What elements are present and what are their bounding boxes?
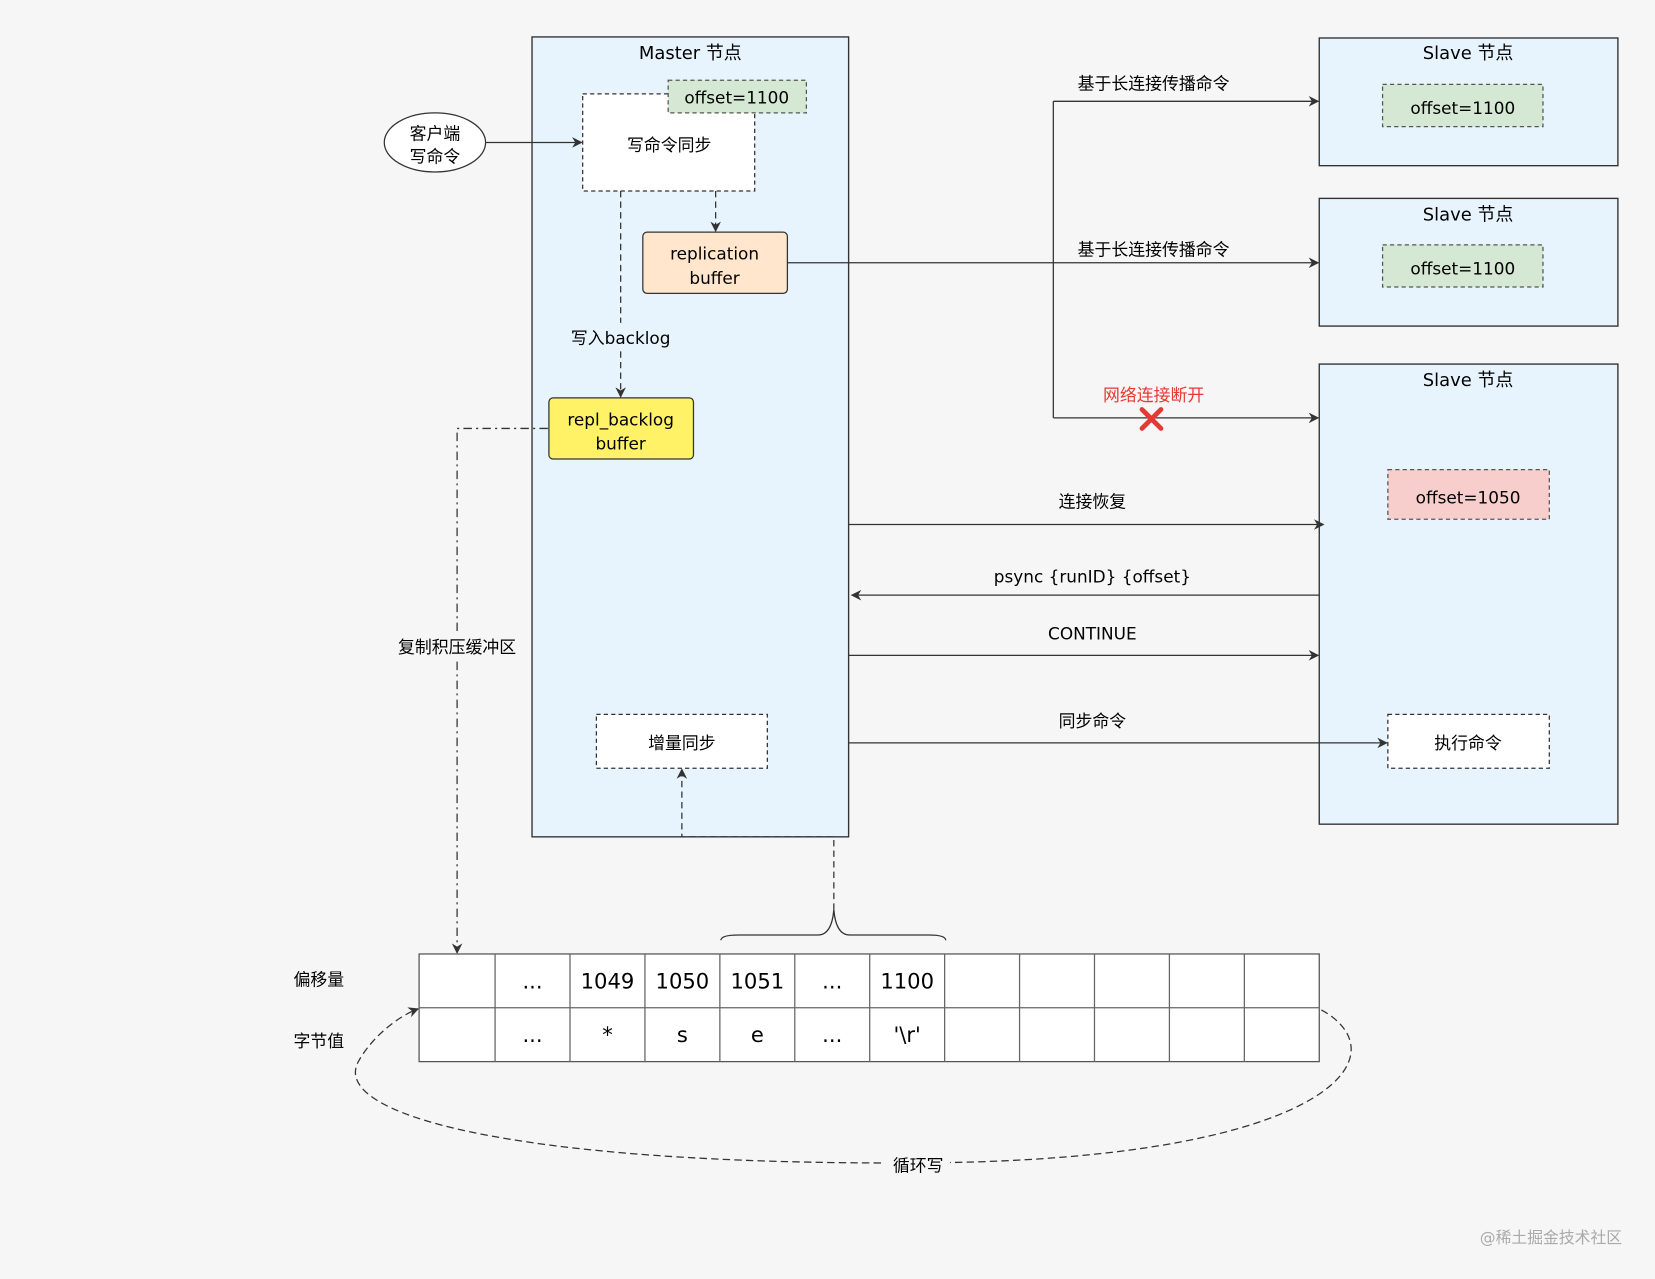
propagate-label-2: 基于长连接传播命令 — [1078, 239, 1230, 259]
table-to-incremental-connector — [676, 768, 835, 910]
slave-1-title: Slave 节点 — [1423, 43, 1514, 64]
table-cell-byte: '\r' — [893, 1022, 920, 1047]
slave-3-offset: offset=1050 — [1416, 487, 1521, 507]
table-cell-offset: 1100 — [880, 968, 934, 993]
replication-buffer-label-1: replication — [670, 244, 759, 264]
table-cell-byte: ... — [522, 1022, 542, 1047]
client-node: 客户端 写命令 — [383, 112, 487, 173]
table-cell-offset: 1051 — [730, 968, 784, 993]
table-range-brace — [720, 909, 947, 941]
sync-commands-label: 同步命令 — [1059, 711, 1127, 731]
watermark: @稀土掘金技术社区 — [1480, 1228, 1622, 1247]
master-title: Master 节点 — [639, 43, 742, 64]
table-cell-byte: ... — [822, 1022, 842, 1047]
backlog-table: ...... 1049 * 1050 s 1051 e...... 1100 '\r' — [418, 953, 1320, 1063]
psync-label: psync {runID} {offset} — [994, 567, 1191, 587]
table-cell-byte: e — [751, 1022, 764, 1047]
propagate-label-1: 基于长连接传播命令 — [1078, 74, 1230, 94]
incremental-sync-box: 增量同步 — [595, 713, 768, 769]
write-sync-label: 写命令同步 — [627, 135, 711, 155]
repl-backlog-label-2: buffer — [595, 434, 645, 454]
client-label-1: 客户端 — [410, 123, 461, 143]
repl-backlog-label-1: repl_backlog — [567, 409, 674, 430]
backlog-label: 复制积压缓冲区 — [398, 637, 516, 657]
continue-label: CONTINUE — [1048, 624, 1137, 644]
repl-backlog-buffer-box: repl_backlog buffer — [548, 397, 695, 460]
circular-write-loop — [354, 1007, 1352, 1164]
table-cell-offset: 1049 — [581, 968, 635, 993]
disconnect-cross-icon — [1139, 407, 1164, 431]
propagation-edges — [787, 96, 1320, 424]
slave-3-title: Slave 节点 — [1423, 370, 1514, 391]
master-offset-label: offset=1100 — [684, 87, 789, 107]
slave-1-offset: offset=1100 — [1410, 98, 1515, 118]
backlog-to-table-connector — [456, 427, 548, 634]
table-cell-offset: ... — [522, 968, 542, 993]
incremental-sync-label: 增量同步 — [648, 733, 716, 753]
slave-node-3: Slave 节点 offset=1050 执行命令 — [1318, 363, 1619, 825]
table-cell-byte: s — [677, 1022, 688, 1047]
replication-buffer-label-2: buffer — [689, 268, 739, 288]
circular-write-label: 循环写 — [893, 1155, 944, 1175]
disconnect-label: 网络连接断开 — [1103, 385, 1204, 405]
replication-buffer-box: replication buffer — [642, 231, 789, 295]
row-label-byte: 字节值 — [294, 1031, 345, 1051]
write-sync-box: 写命令同步 — [582, 93, 756, 192]
write-backlog-label: 写入backlog — [571, 328, 671, 348]
slave-node-1: Slave 节点 offset=1100 — [1318, 37, 1619, 167]
client-label-2: 写命令 — [410, 147, 461, 167]
slave-node-2: Slave 节点 offset=1100 — [1318, 197, 1619, 327]
master-offset-badge: offset=1100 — [667, 79, 808, 114]
table-cell-offset: 1050 — [656, 968, 710, 993]
slave-2-title: Slave 节点 — [1423, 205, 1514, 226]
table-cell-byte: * — [602, 1022, 613, 1047]
slave-2-offset: offset=1100 — [1410, 258, 1515, 278]
slave-3-execute-label: 执行命令 — [1434, 733, 1502, 753]
table-cell-offset: ... — [822, 968, 842, 993]
reconnect-label: 连接恢复 — [1059, 492, 1127, 512]
row-label-offset: 偏移量 — [294, 970, 345, 990]
